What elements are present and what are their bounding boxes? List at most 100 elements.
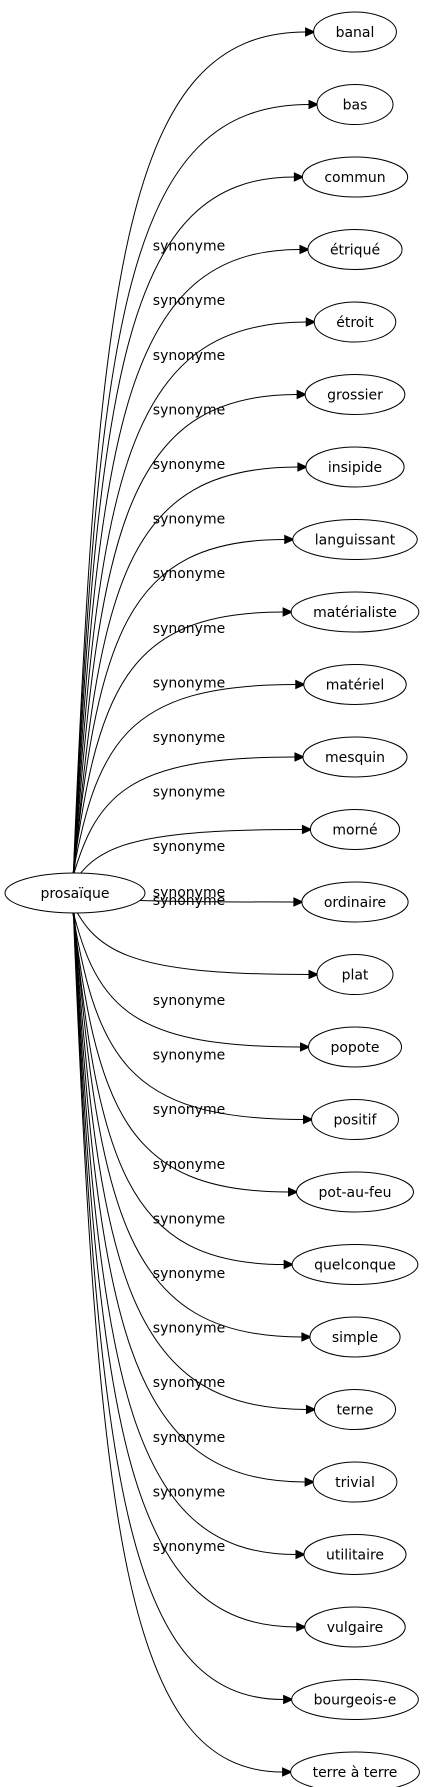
target-14-node[interactable]: popote: [307, 1026, 403, 1068]
target-21-edge-line: [72, 901, 296, 1555]
target-7-node[interactable]: languissant: [292, 519, 418, 560]
target-12-node[interactable]: ordinaire: [301, 881, 409, 923]
target-7-edge-line: [71, 539, 285, 889]
target-24-ellipse: [290, 1751, 420, 1787]
target-3-label: étriqué: [330, 243, 380, 259]
target-17-node[interactable]: quelconque: [291, 1244, 419, 1285]
target-10-ellipse: [302, 736, 408, 778]
target-24-label: terre à terre: [313, 1765, 398, 1781]
target-15-edge-line: [69, 895, 304, 1120]
target-2-node[interactable]: commun: [301, 156, 409, 198]
target-6-edge-line: [72, 466, 298, 888]
target-20-ellipse: [312, 1461, 398, 1503]
target-2-edge: synonyme: [72, 172, 305, 885]
target-18-edge-label: synonyme: [153, 1211, 225, 1227]
target-16-edge-line: [70, 896, 289, 1193]
target-21-label: utilitaire: [326, 1548, 384, 1564]
target-15-edge: synonyme: [69, 895, 314, 1125]
target-4-node[interactable]: étroit: [313, 301, 397, 343]
target-7-label: languissant: [315, 533, 396, 549]
target-10-node[interactable]: mesquin: [302, 736, 408, 778]
target-21-edge: synonyme: [72, 901, 307, 1560]
target-0-edge-line: [72, 31, 306, 883]
target-15-edge-label: synonyme: [153, 1048, 225, 1064]
target-19-arrow-head: [305, 1404, 317, 1415]
target-17-ellipse: [291, 1244, 419, 1285]
target-20-edge-label: synonyme: [153, 1321, 225, 1337]
target-4-edge-label: synonyme: [153, 457, 225, 473]
target-12-arrow-head: [293, 897, 305, 907]
target-19-node[interactable]: terne: [313, 1389, 397, 1430]
target-20-label: trivial: [335, 1475, 375, 1491]
target-11-node[interactable]: morné: [309, 809, 401, 850]
target-7-edge: synonyme: [71, 534, 295, 889]
target-15-node[interactable]: positif: [311, 1099, 399, 1140]
target-8-node[interactable]: matérialiste: [290, 591, 420, 633]
target-6-node[interactable]: insipide: [305, 446, 405, 488]
target-9-edge: synonyme: [69, 679, 306, 891]
source-node[interactable]: prosaïque: [4, 872, 146, 914]
target-24-node[interactable]: terre à terre: [290, 1751, 420, 1787]
target-12-ellipse: [301, 881, 409, 923]
target-22-node[interactable]: vulgaire: [304, 1606, 406, 1648]
target-16-edge-label: synonyme: [153, 1102, 225, 1118]
target-22-edge-line: [72, 901, 297, 1628]
target-5-edge-line: [72, 394, 298, 887]
target-9-node[interactable]: matériel: [303, 664, 407, 705]
target-13-edge-line: [67, 893, 310, 975]
target-1-edge: synonyme: [72, 99, 320, 884]
target-2-arrow-head: [293, 172, 305, 182]
target-1-node[interactable]: bas: [316, 84, 394, 125]
target-16-node[interactable]: pot-au-feu: [296, 1171, 414, 1213]
target-10-edge: synonyme: [68, 752, 306, 892]
target-3-node[interactable]: étriqué: [307, 229, 403, 270]
target-3-edge-label: synonyme: [153, 402, 225, 418]
target-3-ellipse: [307, 229, 403, 270]
target-8-edge-label: synonyme: [153, 675, 225, 691]
target-18-edge: synonyme: [72, 898, 313, 1342]
target-13-edge-label: synonyme: [153, 893, 225, 909]
target-16-label: pot-au-feu: [319, 1185, 392, 1201]
target-10-edge-label: synonyme: [153, 785, 225, 801]
target-5-edge-label: synonyme: [153, 512, 225, 528]
target-16-edge: synonyme: [70, 896, 299, 1197]
target-4-edge: synonyme: [72, 317, 317, 886]
target-2-ellipse: [301, 156, 409, 198]
target-22-edge: synonyme: [72, 901, 307, 1632]
target-0-label: banal: [336, 25, 375, 41]
target-21-node[interactable]: utilitaire: [303, 1534, 407, 1575]
target-0-edge: synonyme: [72, 27, 316, 883]
target-16-arrow-head: [288, 1187, 299, 1197]
source-node-label: prosaïque: [40, 886, 109, 902]
target-21-ellipse: [303, 1534, 407, 1575]
target-6-label: insipide: [328, 460, 382, 476]
target-18-node[interactable]: simple: [309, 1316, 401, 1358]
target-23-node[interactable]: bourgeois-e: [291, 1679, 419, 1720]
target-11-ellipse: [309, 809, 401, 850]
target-10-edge-line: [68, 756, 295, 892]
target-19-ellipse: [313, 1389, 397, 1430]
target-23-label: bourgeois-e: [314, 1693, 397, 1709]
target-8-arrow-head: [282, 607, 294, 617]
target-19-label: terne: [336, 1403, 373, 1419]
target-11-label: morné: [332, 823, 377, 839]
target-14-edge: synonyme: [68, 894, 311, 1052]
target-0-ellipse: [313, 11, 397, 53]
target-14-edge-label: synonyme: [153, 993, 225, 1009]
target-0-node[interactable]: banal: [313, 11, 397, 53]
target-21-edge-label: synonyme: [153, 1375, 225, 1391]
target-15-arrow-head: [303, 1114, 314, 1125]
target-12-label: ordinaire: [324, 895, 386, 911]
target-19-edge-line: [72, 899, 307, 1410]
target-20-node[interactable]: trivial: [312, 1461, 398, 1503]
target-5-label: grossier: [327, 388, 383, 404]
target-0-arrow-head: [305, 27, 316, 37]
target-1-edge-label: synonyme: [153, 293, 225, 309]
target-13-node[interactable]: plat: [316, 954, 394, 995]
target-2-label: commun: [324, 170, 385, 186]
target-5-node[interactable]: grossier: [304, 374, 406, 415]
target-15-label: positif: [334, 1113, 378, 1129]
target-18-ellipse: [309, 1316, 401, 1358]
target-3-edge: synonyme: [72, 244, 311, 885]
target-23-edge-label: synonyme: [153, 1484, 225, 1500]
